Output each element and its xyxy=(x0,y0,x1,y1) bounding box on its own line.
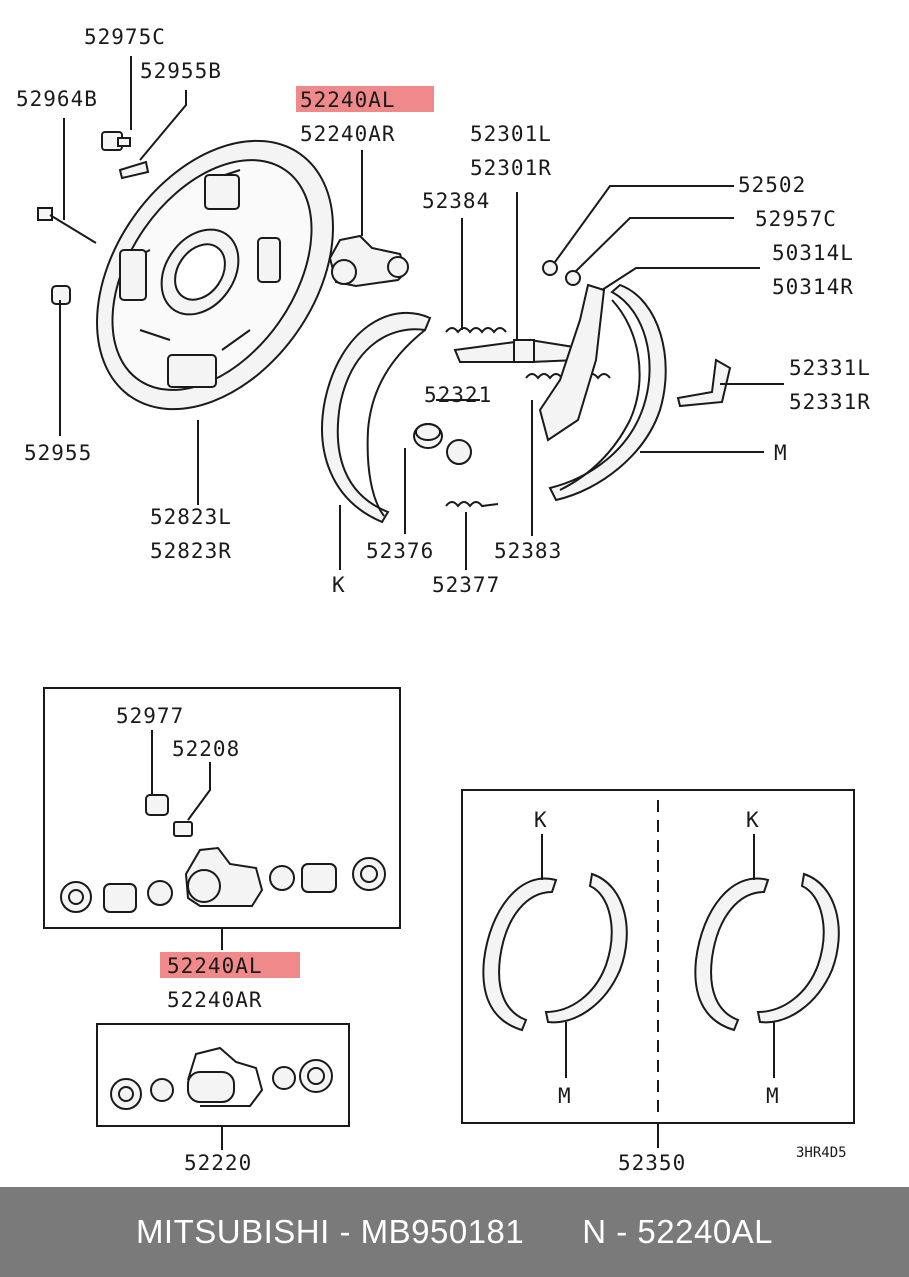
label-52331R: 52331R xyxy=(789,390,871,414)
label-52350: 52350 xyxy=(618,1151,686,1175)
clip-52955B xyxy=(118,160,150,180)
label-52957C: 52957C xyxy=(755,207,837,231)
label-52823R: 52823R xyxy=(150,539,232,563)
label-52240AR-top: 52240AR xyxy=(300,122,396,146)
label-52240AL-top: 52240AL xyxy=(300,88,396,112)
label-52955B: 52955B xyxy=(140,59,222,83)
label-52975C: 52975C xyxy=(84,25,166,49)
label-52383: 52383 xyxy=(494,539,562,563)
washer-52957C xyxy=(565,270,581,286)
bolt-52964B xyxy=(37,207,97,244)
box-wheel-cylinder xyxy=(43,687,401,950)
label-52384: 52384 xyxy=(422,189,490,213)
label-M-left: M xyxy=(558,1084,572,1108)
label-52823L: 52823L xyxy=(150,505,232,529)
clip-52502 xyxy=(542,260,558,276)
footer-ref: N - 52240AL xyxy=(582,1213,774,1250)
label-52240AL-mid: 52240AL xyxy=(167,954,263,978)
diagram-code: 3HR4D5 xyxy=(796,1145,847,1161)
label-52331L: 52331L xyxy=(789,356,871,380)
cup-52321 xyxy=(446,439,472,465)
label-52502: 52502 xyxy=(738,173,806,197)
label-52240AR-mid: 52240AR xyxy=(167,988,263,1012)
spring-52384 xyxy=(445,327,507,334)
box-shoe-set xyxy=(461,789,855,1148)
label-52321: 52321 xyxy=(424,383,492,407)
label-52377: 52377 xyxy=(432,573,500,597)
backing-plate xyxy=(96,139,334,411)
parts-diagram: 52975C 52955B 52964B 52240AL 52240AR 523… xyxy=(16,25,871,1175)
spring-52376 xyxy=(413,423,443,449)
label-52301L: 52301L xyxy=(470,122,552,146)
highlight-52240AL-mid xyxy=(160,952,300,978)
lever-50314 xyxy=(538,283,606,442)
label-52977: 52977 xyxy=(116,704,184,728)
brake-shoe-M xyxy=(548,283,667,502)
label-52955: 52955 xyxy=(24,441,92,465)
label-K-top: K xyxy=(332,573,346,597)
label-52376: 52376 xyxy=(366,539,434,563)
label-52301R: 52301R xyxy=(470,156,552,180)
brake-shoe-K xyxy=(321,311,432,524)
footer-brand-part: MITSUBISHI - MB950181 xyxy=(135,1213,525,1250)
footer-bar: MITSUBISHI - MB950181 N - 52240AL xyxy=(0,1187,909,1277)
label-K-right: K xyxy=(746,808,760,832)
bolt-52975C xyxy=(101,131,131,151)
label-50314R: 50314R xyxy=(772,275,854,299)
footer-spacer xyxy=(524,1213,582,1251)
label-M-right: M xyxy=(766,1084,780,1108)
label-K-left: K xyxy=(534,808,548,832)
adjuster-52301 xyxy=(453,338,582,363)
leader-lines-top xyxy=(59,56,784,570)
label-50314L: 50314L xyxy=(772,241,854,265)
label-M-top: M xyxy=(774,441,788,465)
box-repair-kit xyxy=(96,1023,350,1150)
wheel-cylinder-top xyxy=(328,234,409,288)
label-52964B: 52964B xyxy=(16,87,98,111)
strut-52331 xyxy=(676,358,732,408)
highlight-52240AL-top xyxy=(296,86,434,112)
label-52208: 52208 xyxy=(172,737,240,761)
label-52220: 52220 xyxy=(184,1151,252,1175)
spring-52377 xyxy=(445,501,499,508)
